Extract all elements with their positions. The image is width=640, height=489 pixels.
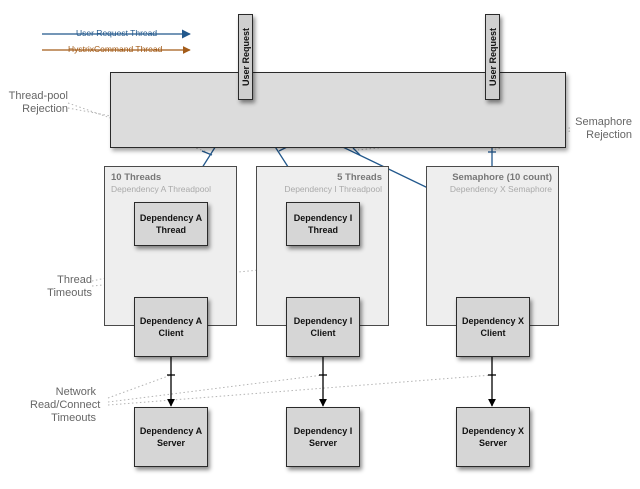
pool-title: Semaphore (10 count) — [452, 172, 552, 183]
node-label: Server — [308, 438, 338, 448]
annotation-line: Read/Connect — [30, 399, 101, 411]
network-timeouts-annotation: Network Read/Connect Timeouts — [30, 386, 101, 425]
client-dependency-x: Dependency X Client — [456, 297, 530, 357]
pool-title: 10 Threads — [111, 172, 162, 183]
server-dependency-i: Dependency I Server — [286, 407, 360, 467]
annotation-line: Network — [55, 386, 96, 398]
node-label: Client — [310, 328, 336, 338]
node-label: Dependency A — [139, 426, 203, 436]
semaphore-rejection-annotation: Semaphore Rejection — [568, 116, 632, 142]
threadpool-rejection-guide — [67, 102, 208, 153]
node-label: Client — [158, 328, 184, 338]
rejection-tick — [201, 150, 213, 156]
node-label: Thread — [307, 225, 338, 235]
pool-dependency-x: Semaphore (10 count) Dependency X Semaph… — [426, 166, 559, 326]
user-request-2: User Request — [485, 14, 500, 100]
pool-subtitle: Dependency I Threadpool — [284, 184, 382, 194]
rejection-tick — [352, 147, 361, 156]
annotation-line: Rejection — [586, 129, 632, 141]
client-dependency-a: Dependency A Client — [134, 297, 208, 357]
annotation-line: Thread — [57, 274, 92, 286]
pool-title: 5 Threads — [337, 172, 382, 183]
thread-dependency-i: Dependency I Thread — [286, 202, 360, 246]
user-request-1: User Request — [238, 14, 253, 100]
threadpool-rejection-annotation: Thread-pool Rejection — [6, 90, 68, 116]
node-label: Dependency X — [461, 316, 525, 326]
annotation-line: Thread-pool — [8, 90, 68, 102]
node-label: Server — [156, 438, 186, 448]
node-label: Dependency A — [139, 316, 203, 326]
network-timeouts-guide — [107, 374, 324, 403]
node-label: Thread — [155, 225, 186, 235]
node-label: Dependency X — [461, 426, 525, 436]
node-label: Dependency I — [293, 213, 353, 223]
user-request-label: User Request — [240, 27, 251, 87]
node-label: Client — [480, 328, 506, 338]
node-label: Dependency A — [139, 213, 203, 223]
user-request-label: User Request — [487, 27, 498, 87]
annotation-line: Semaphore — [575, 116, 632, 128]
legend-user-request-label: User Request Thread — [76, 28, 158, 38]
client-dependency-i: Dependency I Client — [286, 297, 360, 357]
network-timeouts-guide — [107, 374, 493, 406]
node-label: Dependency I — [293, 316, 353, 326]
node-label: Dependency I — [293, 426, 353, 436]
thread-dependency-a: Dependency A Thread — [134, 202, 208, 246]
network-timeouts-guide — [107, 374, 172, 399]
legend-hystrix-label: HystrixCommand Thread — [68, 44, 163, 54]
annotation-line: Timeouts — [51, 412, 96, 424]
node-label: Server — [478, 438, 508, 448]
pool-subtitle: Dependency X Semaphore — [449, 184, 552, 194]
annotation-line: Timeouts — [47, 287, 92, 299]
thread-timeouts-annotation: Thread Timeouts — [40, 274, 92, 300]
pool-subtitle: Dependency A Threadpool — [111, 184, 212, 194]
server-dependency-x: Dependency X Server — [456, 407, 530, 467]
server-dependency-a: Dependency A Server — [134, 407, 208, 467]
annotation-line: Rejection — [22, 103, 68, 115]
